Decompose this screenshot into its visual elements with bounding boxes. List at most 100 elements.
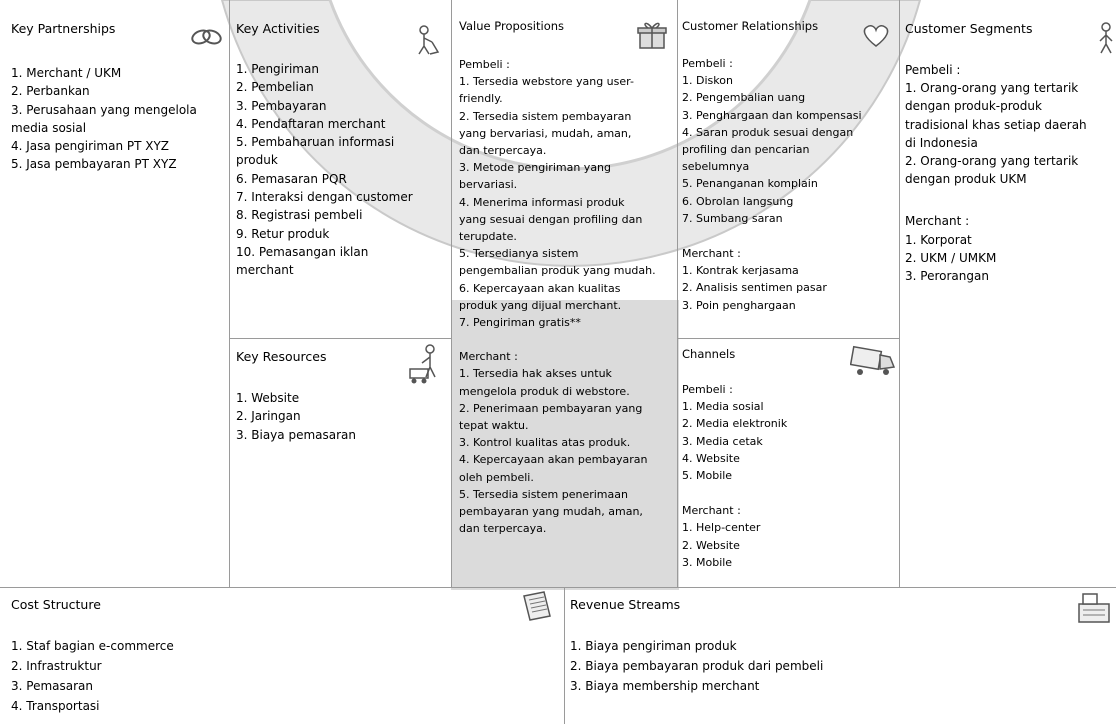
list-item: 5. Jasa pembayaran PT XYZ bbox=[11, 157, 177, 172]
list-item: 1. Korporat bbox=[905, 232, 972, 247]
list-item: 3. Pembayaran bbox=[236, 98, 327, 113]
list-item: profiling dan pencarian bbox=[682, 143, 810, 157]
section-header: Merchant : bbox=[682, 247, 741, 261]
customer-relationships-list: Pembeli : 1. Diskon 2. Pengembalian uang… bbox=[682, 55, 862, 314]
list-item: yang sesuai dengan profiling dan bbox=[459, 212, 643, 226]
value-propositions-title: Value Propositions bbox=[459, 19, 565, 33]
list-item: dan terpercaya. bbox=[459, 144, 547, 158]
cost-structure-title: Cost Structure bbox=[11, 597, 101, 612]
section-header: Pembeli : bbox=[459, 58, 510, 71]
list-item: 1. Merchant / UKM bbox=[11, 66, 122, 80]
list-item: 2. Tersedia sistem pembayaran bbox=[459, 109, 632, 123]
list-item: 2. Pembelian bbox=[236, 80, 314, 95]
section-header: Pembeli : bbox=[682, 383, 733, 396]
list-item: 2. Orang-orang yang tertarik bbox=[905, 154, 1079, 169]
list-item: 5. Tersedianya sistem bbox=[459, 247, 579, 261]
document-icon bbox=[520, 590, 554, 624]
list-item: 1. Orang-orang yang tertarik bbox=[905, 81, 1079, 96]
list-item: 3. Pemasaran bbox=[11, 679, 93, 693]
list-item: 6. Obrolan langsung bbox=[682, 194, 794, 208]
heart-icon bbox=[862, 24, 890, 48]
key-partnerships-block: Key Partnerships 1. Merchant / UKM 2. Pe… bbox=[0, 0, 230, 588]
list-item: yang bervariasi, mudah, aman, bbox=[459, 126, 632, 140]
key-activities-list: 1. Pengiriman 2. Pembelian 3. Pembayaran… bbox=[236, 60, 413, 280]
customer-relationships-block: Customer Relationships Pembeli : 1. Disk… bbox=[678, 0, 900, 339]
list-item: 10. Pemasangan iklan bbox=[236, 244, 369, 259]
list-item: dengan produk UKM bbox=[905, 172, 1027, 187]
section-header: Merchant : bbox=[905, 214, 970, 229]
list-item: sebelumnya bbox=[682, 160, 750, 174]
section-header: Pembeli : bbox=[905, 63, 961, 77]
list-item: 3. Perusahaan yang mengelola bbox=[11, 102, 197, 117]
list-item: di Indonesia bbox=[905, 135, 978, 150]
list-item: 4. Website bbox=[682, 451, 740, 465]
list-item: 4. Kepercayaan akan pembayaran bbox=[459, 453, 648, 467]
list-item: oleh pembeli. bbox=[459, 470, 534, 484]
channels-block: Channels Pembeli : 1. Media sosial 2. Me… bbox=[678, 339, 900, 588]
revenue-streams-block: Revenue Streams 1. Biaya pengiriman prod… bbox=[565, 588, 1116, 724]
list-item: merchant bbox=[236, 263, 294, 278]
list-item: 3. Media cetak bbox=[682, 434, 763, 448]
value-propositions-list: Pembeli : 1. Tersedia webstore yang user… bbox=[459, 56, 656, 537]
revenue-streams-list: 1. Biaya pengiriman produk 2. Biaya pemb… bbox=[570, 636, 823, 696]
list-item: 3. Penghargaan dan kompensasi bbox=[682, 108, 862, 122]
list-item: 7. Sumbang saran bbox=[682, 211, 783, 225]
cost-structure-list: 1. Staf bagian e-commerce 2. Infrastrukt… bbox=[11, 636, 174, 716]
customer-segments-list: Pembeli : 1. Orang-orang yang tertarik d… bbox=[905, 61, 1087, 285]
list-item: 1. Help-center bbox=[682, 521, 761, 535]
revenue-streams-title: Revenue Streams bbox=[570, 597, 681, 612]
key-resources-list: 1. Website 2. Jaringan 3. Biaya pemasara… bbox=[236, 389, 356, 444]
list-item: 3. Biaya pemasaran bbox=[236, 427, 356, 442]
list-item: 5. Penanganan komplain bbox=[682, 177, 818, 191]
gift-icon bbox=[636, 20, 668, 52]
truck-icon bbox=[850, 345, 896, 377]
list-item: 2. UKM / UMKM bbox=[905, 250, 997, 265]
list-item: media sosial bbox=[11, 120, 87, 135]
customer-relationships-title: Customer Relationships bbox=[682, 19, 819, 33]
list-item: 2. Website bbox=[682, 538, 740, 552]
list-item: 5. Pembaharuan informasi bbox=[236, 135, 395, 150]
customer-segments-title: Customer Segments bbox=[905, 21, 1033, 36]
list-item: 1. Pengiriman bbox=[236, 62, 319, 76]
customer-segments-block: Customer Segments Pembeli : 1. Orang-ora… bbox=[900, 0, 1116, 588]
list-item: tradisional khas setiap daerah bbox=[905, 117, 1087, 132]
section-header: Merchant : bbox=[682, 504, 741, 518]
list-item: 2. Biaya pembayaran produk dari pembeli bbox=[570, 659, 824, 673]
chain-link-icon bbox=[190, 26, 224, 48]
list-item: pengembalian produk yang mudah. bbox=[459, 264, 656, 278]
list-item: dan terpercaya. bbox=[459, 522, 547, 536]
list-item: 6. Kepercayaan akan kualitas bbox=[459, 281, 621, 295]
worker-icon bbox=[412, 24, 442, 56]
list-item: 2. Pengembalian uang bbox=[682, 91, 806, 105]
list-item: friendly. bbox=[459, 92, 503, 106]
worker-cart-icon bbox=[408, 343, 444, 385]
list-item: 4. Pendaftaran merchant bbox=[236, 116, 386, 131]
list-item: 4. Saran produk sesuai dengan bbox=[682, 125, 854, 139]
list-item: 7. Interaksi dengan customer bbox=[236, 190, 413, 205]
cost-structure-block: Cost Structure 1. Staf bagian e-commerce… bbox=[0, 588, 565, 724]
list-item: 1. Tersedia webstore yang user- bbox=[459, 75, 634, 89]
list-item: 1. Media sosial bbox=[682, 400, 764, 414]
key-activities-block: Key Activities 1. Pengiriman 2. Pembelia… bbox=[230, 0, 452, 339]
list-item: 3. Metode pengiriman yang bbox=[459, 161, 612, 175]
list-item: 3. Kontrol kualitas atas produk. bbox=[459, 436, 631, 450]
list-item: 2. Analisis sentimen pasar bbox=[682, 281, 827, 295]
list-item: 4. Jasa pengiriman PT XYZ bbox=[11, 139, 170, 154]
list-item: 1. Diskon bbox=[682, 74, 733, 88]
key-activities-title: Key Activities bbox=[236, 21, 320, 36]
list-item: bervariasi. bbox=[459, 178, 518, 192]
list-item: 2. Media elektronik bbox=[682, 417, 788, 431]
list-item: 2. Perbankan bbox=[11, 84, 90, 99]
list-item: 1. Biaya pengiriman produk bbox=[570, 639, 737, 653]
list-item: 8. Registrasi pembeli bbox=[236, 208, 363, 223]
key-resources-block: Key Resources 1. Website 2. Jaringan 3. … bbox=[230, 339, 452, 588]
key-partnerships-title: Key Partnerships bbox=[11, 21, 116, 36]
list-item: 9. Retur produk bbox=[236, 226, 330, 241]
list-item: tepat waktu. bbox=[459, 419, 529, 433]
cash-register-icon bbox=[1075, 590, 1113, 626]
list-item: 2. Penerimaan pembayaran yang bbox=[459, 401, 643, 415]
list-item: 1. Staf bagian e-commerce bbox=[11, 639, 174, 653]
list-item: 1. Website bbox=[236, 391, 300, 405]
list-item: produk bbox=[236, 153, 278, 168]
key-partnerships-list: 1. Merchant / UKM 2. Perbankan 3. Perusa… bbox=[11, 64, 197, 174]
